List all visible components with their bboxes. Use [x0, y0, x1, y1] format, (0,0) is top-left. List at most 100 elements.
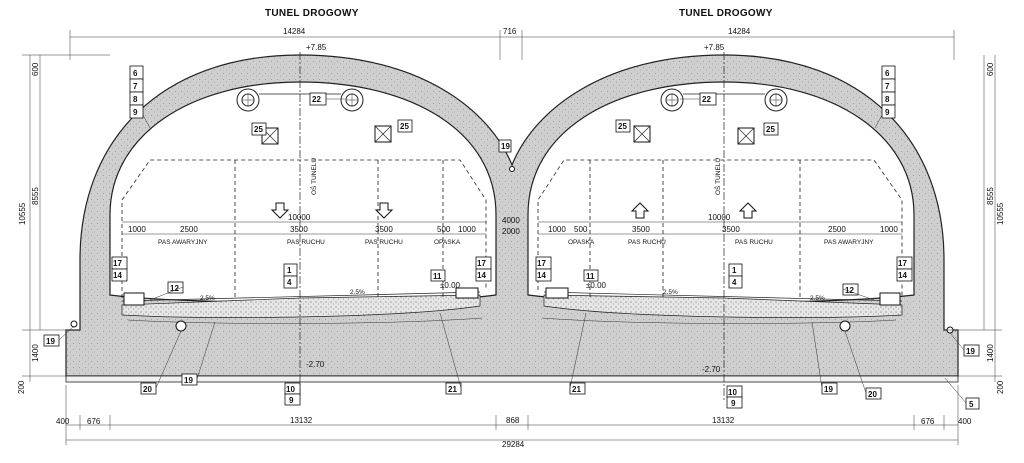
- dim-center-width: 2000: [502, 227, 520, 236]
- dim-lane-left-2: 3500: [375, 225, 393, 234]
- svg-text:19: 19: [46, 337, 55, 346]
- callout-tags: 6 7 8 9 6 7 8 9 22 22 25 25 25 25 1 4 1 …: [43, 65, 980, 410]
- callout-19-middle: [498, 139, 512, 153]
- svg-text:4: 4: [287, 278, 292, 287]
- dim-overall-width: 29284: [502, 440, 525, 449]
- tunnel-axis-label-left: OŚ TUNELU: [309, 158, 318, 195]
- svg-text:9: 9: [133, 108, 138, 117]
- label-traffic-left-1: PAS RUCHU: [287, 239, 325, 246]
- dim-carriageway-left: 10000: [288, 213, 311, 222]
- svg-text:9: 9: [885, 108, 890, 117]
- svg-text:1: 1: [287, 266, 292, 275]
- dim-top-width-right: 14284: [728, 27, 751, 36]
- clearance-profile-left: [121, 159, 487, 298]
- jet-fan-icon: [236, 88, 788, 112]
- svg-text:25: 25: [618, 122, 627, 131]
- dim-lane-right-1: 3500: [632, 225, 650, 234]
- callout-19-middle-text: 19: [501, 142, 510, 151]
- svg-text:6: 6: [885, 69, 890, 78]
- dim-bottom-wall-left: 676: [87, 417, 101, 426]
- dim-sidewalk-left: 500: [437, 225, 451, 234]
- svg-text:10: 10: [728, 388, 737, 397]
- svg-text:19: 19: [824, 385, 833, 394]
- label-traffic-left-2: PAS RUCHU: [365, 239, 403, 246]
- svg-text:19: 19: [184, 376, 193, 385]
- dim-emergency-right: 2500: [828, 225, 846, 234]
- dim-bottom-offset-right: 400: [958, 417, 972, 426]
- svg-text:17: 17: [477, 259, 486, 268]
- drain-pipe-right: [839, 320, 851, 332]
- dim-shoulder-right: 1000: [880, 225, 898, 234]
- svg-text:9: 9: [289, 396, 294, 405]
- slope-left-a: 2.5%: [200, 295, 215, 302]
- svg-text:20: 20: [143, 385, 152, 394]
- label-sidewalk-right: OPASKA: [568, 239, 595, 246]
- dim-bottom-offset-left: 400: [56, 417, 70, 426]
- svg-text:6: 6: [133, 69, 138, 78]
- dim-middle-pillar: 868: [506, 416, 520, 425]
- dim-lane-left-1: 3500: [290, 225, 308, 234]
- svg-text:21: 21: [572, 385, 581, 394]
- dim-center-height: 4000: [502, 216, 520, 225]
- dim-shoulder-left: 1000: [128, 225, 146, 234]
- svg-text:14: 14: [113, 271, 122, 280]
- svg-text:25: 25: [766, 125, 775, 134]
- dim-roof-right: 600: [986, 62, 995, 76]
- dim-clear-height-left: 8555: [31, 187, 40, 205]
- invert-level-right: -2.70: [702, 365, 721, 374]
- clearance-profile-right: [537, 159, 903, 298]
- svg-text:8: 8: [885, 95, 890, 104]
- svg-text:9: 9: [731, 399, 736, 408]
- invert-level-left: -2.70: [306, 360, 325, 369]
- lane-signal-icon: [261, 125, 755, 145]
- dim-inner-width-left: 13132: [290, 416, 313, 425]
- dim-shoulder-left-inner: 1000: [458, 225, 476, 234]
- dim-roof-left: 600: [31, 62, 40, 76]
- svg-text:17: 17: [113, 259, 122, 268]
- label-sidewalk-left: OPASKA: [434, 239, 461, 246]
- svg-text:11: 11: [433, 272, 442, 281]
- pipe-small-left: [70, 320, 78, 328]
- svg-text:17: 17: [537, 259, 546, 268]
- svg-text:14: 14: [477, 271, 486, 280]
- dimension-lines: [22, 30, 1002, 445]
- dim-crown-right: +7.85: [704, 43, 725, 52]
- curb-right-inner: [545, 287, 569, 299]
- svg-text:25: 25: [400, 122, 409, 131]
- dim-total-height-left: 10555: [18, 202, 27, 225]
- dim-total-height-right: 10555: [996, 202, 1005, 225]
- dim-clear-height-right: 8555: [986, 187, 995, 205]
- svg-text:12: 12: [845, 286, 854, 295]
- traffic-direction-arrow-icon: [270, 202, 758, 219]
- dim-base-right: 1400: [986, 344, 995, 362]
- svg-text:7: 7: [885, 82, 890, 91]
- label-emergency-left: PAS AWARYJNY: [158, 239, 208, 246]
- svg-text:19: 19: [966, 347, 975, 356]
- dim-base-left: 1400: [31, 344, 40, 362]
- svg-text:14: 14: [537, 271, 546, 280]
- dim-sidewalk-right: 500: [574, 225, 588, 234]
- title-left: TUNEL DROGOWY: [265, 8, 359, 19]
- curb-left-inner: [455, 287, 479, 299]
- slope-left-b: 2.5%: [350, 289, 365, 296]
- svg-text:20: 20: [868, 390, 877, 399]
- svg-text:22: 22: [702, 95, 711, 104]
- svg-text:7: 7: [133, 82, 138, 91]
- curb-right-outer: [879, 292, 901, 306]
- slope-right-a: 2.5%: [663, 289, 678, 296]
- label-traffic-right-1: PAS RUCHU: [628, 239, 666, 246]
- title-right: TUNEL DROGOWY: [679, 8, 773, 19]
- tunnel-axis-label-right: OŚ TUNELU: [713, 158, 722, 195]
- dim-inner-width-right: 13132: [712, 416, 735, 425]
- svg-text:25: 25: [254, 125, 263, 134]
- road-pavement-right: [543, 291, 903, 318]
- dim-lane-right-2: 3500: [722, 225, 740, 234]
- dim-top-width-left: 14284: [283, 27, 306, 36]
- svg-text:12: 12: [170, 284, 179, 293]
- dim-shoulder-right-inner: 1000: [548, 225, 566, 234]
- dim-footing-left: 200: [17, 380, 26, 394]
- drain-pipe-left: [175, 320, 187, 332]
- dim-bottom-wall-right: 676: [921, 417, 935, 426]
- svg-text:21: 21: [448, 385, 457, 394]
